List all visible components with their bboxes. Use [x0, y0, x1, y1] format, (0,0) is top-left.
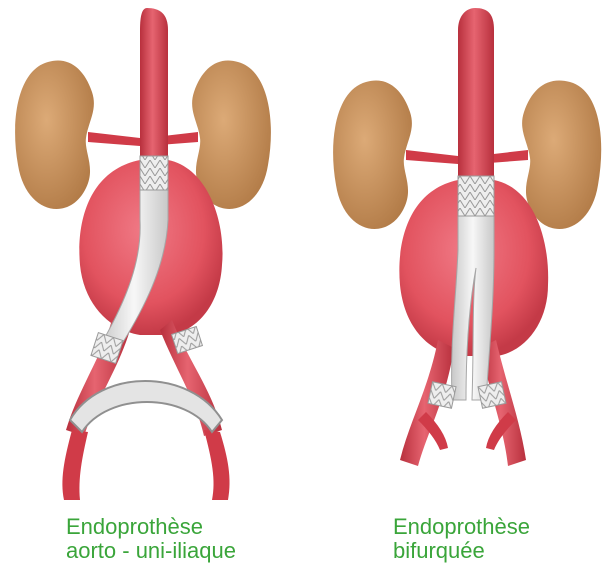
caption-right-line2: bifurquée — [393, 539, 530, 563]
stent-left-limb-mesh — [428, 382, 456, 409]
figure-bifurcated — [333, 8, 601, 466]
endoprosthesis-illustration — [0, 0, 605, 510]
stent-proximal-mesh — [140, 156, 168, 190]
stent-right-limb-mesh — [478, 382, 506, 409]
caption-left-line2: aorto - uni-iliaque — [66, 539, 236, 563]
caption-left-line1: Endoprothèse — [66, 515, 236, 539]
caption-bifurcated: Endoprothèse bifurquée — [393, 515, 530, 563]
right-kidney — [522, 80, 601, 229]
stent-proximal-mesh — [458, 176, 494, 216]
right-femoral-artery — [204, 430, 230, 500]
aorta — [458, 8, 494, 185]
left-kidney — [15, 60, 94, 209]
caption-aorto-uni-iliac: Endoprothèse aorto - uni-iliaque — [66, 515, 236, 563]
aorta — [140, 8, 168, 165]
left-kidney — [333, 80, 412, 229]
left-renal-artery — [88, 132, 140, 146]
left-renal-artery — [406, 150, 458, 164]
figure-aorto-uni-iliac — [15, 8, 271, 500]
caption-right-line1: Endoprothèse — [393, 515, 530, 539]
left-femoral-artery — [62, 430, 88, 500]
